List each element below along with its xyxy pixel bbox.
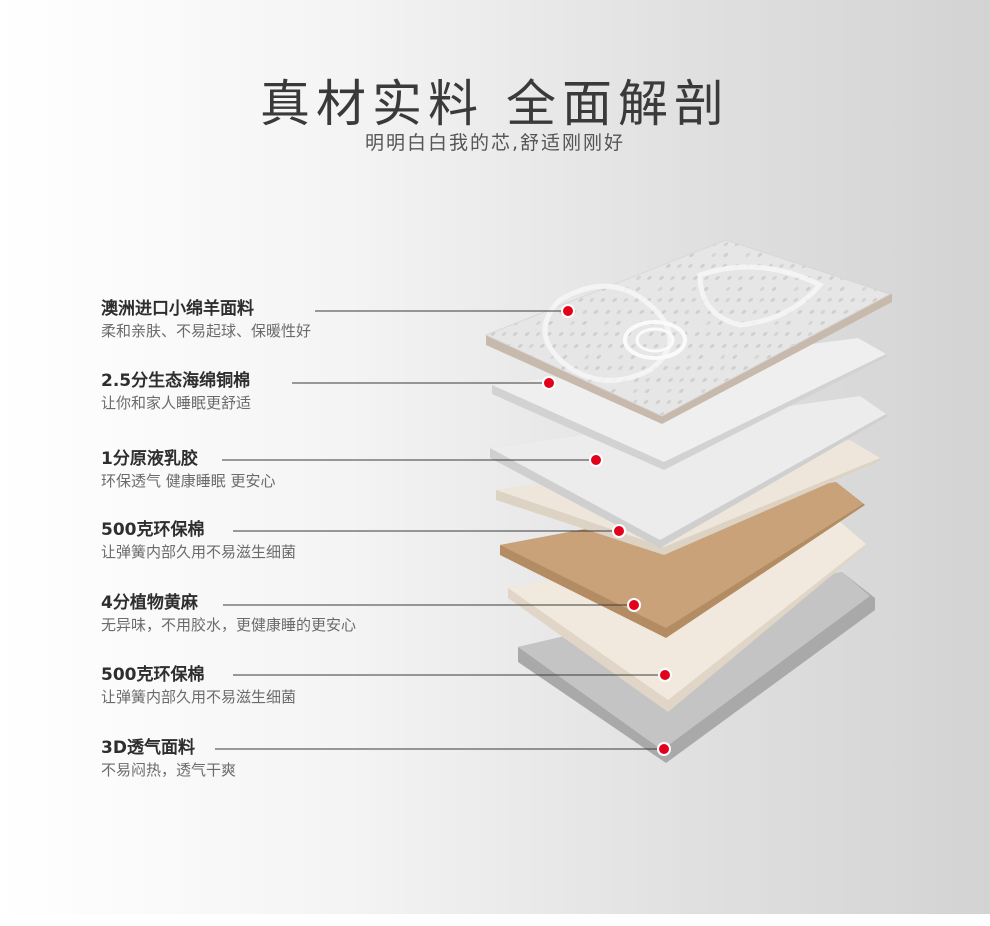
layer-label-2: 2.5分生态海绵铜棉 让你和家人睡眠更舒适 xyxy=(101,370,251,414)
layer-description: 环保透气 健康睡眠 更安心 xyxy=(101,472,276,490)
layer-label-6: 500克环保棉 让弹簧内部久用不易滋生细菌 xyxy=(101,664,296,708)
layer-label-1: 澳洲进口小绵羊面料 柔和亲肤、不易起球、保暖性好 xyxy=(101,298,311,342)
marker-dot-4 xyxy=(612,524,626,538)
layer-label-4: 500克环保棉 让弹簧内部久用不易滋生细菌 xyxy=(101,519,296,563)
page-title: 真材实料 全面解剖 xyxy=(260,75,730,133)
layer-label-7: 3D透气面料 不易闷热，透气干爽 xyxy=(101,737,236,781)
layer-wool-fabric-shape xyxy=(484,239,892,424)
layer-name: 澳洲进口小绵羊面料 xyxy=(101,299,254,319)
layer-description: 让你和家人睡眠更舒适 xyxy=(101,394,252,412)
layer-latex-shape xyxy=(490,396,888,548)
layer-name: 2.5分生态海绵铜棉 xyxy=(101,371,251,391)
page-subtitle: 明明白白我的芯,舒适刚刚好 xyxy=(364,132,626,154)
marker-dot-3 xyxy=(589,453,603,467)
marker-dot-6 xyxy=(658,668,672,682)
marker-dots xyxy=(542,304,672,756)
layer-description: 柔和亲肤、不易起球、保暖性好 xyxy=(101,322,312,340)
layer-jute-shape xyxy=(500,482,865,638)
layer-label-3: 1分原液乳胶 环保透气 健康睡眠 更安心 xyxy=(101,448,276,492)
layer-description: 不易闷热，透气干爽 xyxy=(101,761,237,779)
marker-dot-2 xyxy=(542,376,556,390)
layer-name: 4分植物黄麻 xyxy=(101,593,198,613)
marker-dot-5 xyxy=(627,598,641,612)
layer-name: 3D透气面料 xyxy=(101,738,195,758)
layer-name: 500克环保棉 xyxy=(101,520,205,540)
marker-dot-7 xyxy=(657,742,671,756)
layer-description: 无异味，不用胶水，更健康睡的更安心 xyxy=(101,616,357,634)
layer-description: 让弹簧内部久用不易滋生细菌 xyxy=(101,688,297,706)
layer-name: 1分原液乳胶 xyxy=(101,449,198,469)
layer-description: 让弹簧内部久用不易滋生细菌 xyxy=(101,543,297,561)
layer-label-5: 4分植物黄麻 无异味，不用胶水，更健康睡的更安心 xyxy=(101,592,356,636)
leader-lines xyxy=(215,310,665,750)
layer-name: 500克环保棉 xyxy=(101,665,205,685)
marker-dot-1 xyxy=(561,304,575,318)
